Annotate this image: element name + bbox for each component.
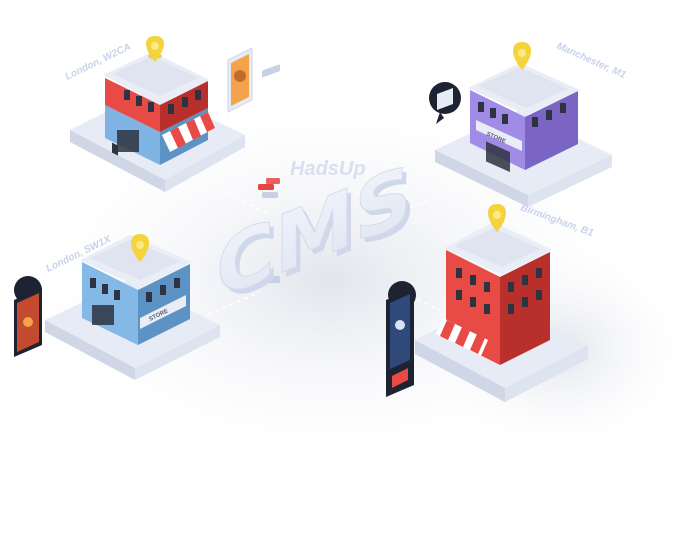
screen-icon	[429, 82, 461, 124]
store-manchester: STORE Manchester, M1	[429, 41, 628, 207]
store-building-icon	[103, 52, 215, 165]
store-building-icon: STORE	[468, 63, 580, 173]
digital-poster-icon	[227, 47, 253, 113]
brand-name: HadsUp	[290, 158, 366, 180]
location-label: Manchester, M1	[555, 41, 628, 82]
store-building-icon: STORE	[80, 235, 192, 345]
awning	[436, 318, 488, 356]
store-birmingham: Birmingham, B1	[386, 202, 595, 402]
location-pin-icon	[513, 42, 531, 70]
hadsup-logo-icon	[258, 64, 280, 283]
connection-line-manchester	[394, 179, 471, 216]
store-building-icon	[436, 222, 552, 365]
digital-poster-icon	[14, 276, 42, 357]
awning	[162, 112, 215, 152]
store-london-sw1x: STORE London, SW1X	[14, 233, 220, 380]
store-london-w2ca: London, W2CA	[63, 36, 253, 192]
digital-kiosk-icon	[386, 281, 416, 397]
location-pin-icon	[131, 234, 149, 262]
connection-line-w2ca	[199, 177, 271, 216]
location-pin-icon	[488, 204, 506, 232]
location-pin-icon	[146, 36, 164, 62]
connection-line-sw1x	[199, 291, 261, 319]
